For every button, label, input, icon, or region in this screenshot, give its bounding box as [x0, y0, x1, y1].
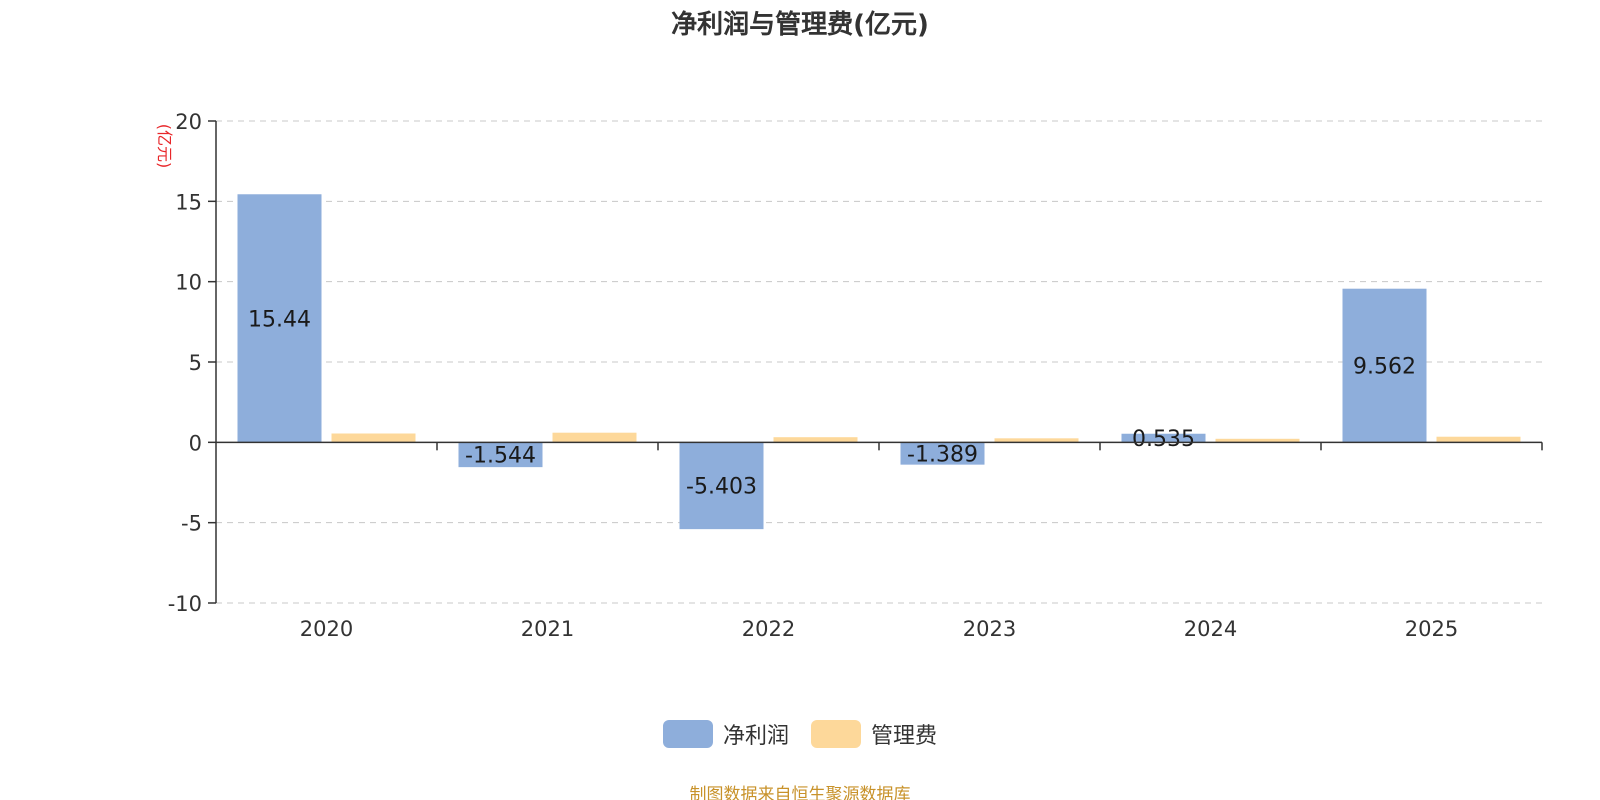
y-tick-label: -5	[181, 512, 202, 536]
net-profit-bar	[679, 442, 764, 530]
x-tick-label: 2021	[521, 617, 574, 641]
data-label: -1.389	[907, 442, 978, 467]
net-profit-bar	[1121, 433, 1206, 443]
legend-item-admin-expense[interactable]: 管理费	[811, 718, 937, 750]
net-profit-bar	[1342, 288, 1427, 443]
admin-expense-bar	[994, 438, 1079, 443]
net-profit-bar	[458, 442, 543, 468]
y-tick-label: 0	[189, 431, 202, 455]
data-label: -5.403	[686, 475, 757, 500]
admin-expense-bar	[331, 433, 416, 443]
data-label: 0.535	[1132, 427, 1195, 452]
legend-swatch-admin-expense	[811, 720, 861, 748]
y-tick-label: 10	[175, 271, 202, 295]
source-note: 制图数据来自恒生聚源数据库	[689, 785, 911, 800]
y-tick-label: -10	[168, 592, 202, 616]
legend-label-admin-expense: 管理费	[871, 724, 938, 749]
data-label: 15.44	[248, 307, 311, 332]
legend-item-net-profit[interactable]: 净利润	[662, 718, 789, 750]
data-label: -1.544	[465, 444, 536, 469]
x-tick-label: 2023	[963, 617, 1016, 641]
data-label: 9.562	[1353, 355, 1416, 380]
admin-expense-bar	[552, 432, 637, 443]
net-profit-bar	[900, 442, 985, 465]
y-tick-label: 5	[189, 351, 202, 375]
x-tick-label: 2025	[1405, 617, 1458, 641]
legend: 净利润 管理费	[0, 718, 1600, 750]
x-tick-label: 2024	[1184, 617, 1237, 641]
net-profit-bar	[237, 194, 322, 443]
y-axis-label: (亿元)	[155, 124, 174, 169]
admin-expense-bar	[1436, 436, 1521, 443]
legend-label-net-profit: 净利润	[722, 724, 789, 749]
y-tick-label: 15	[175, 190, 202, 214]
x-tick-label: 2020	[300, 617, 353, 641]
admin-expense-bar	[1215, 438, 1300, 443]
chart-title: 净利润与管理费(亿元)	[671, 10, 929, 40]
legend-swatch-net-profit	[662, 720, 713, 748]
y-tick-label: 20	[175, 110, 202, 134]
x-tick-label: 2022	[742, 617, 795, 641]
admin-expense-bar	[773, 437, 858, 443]
